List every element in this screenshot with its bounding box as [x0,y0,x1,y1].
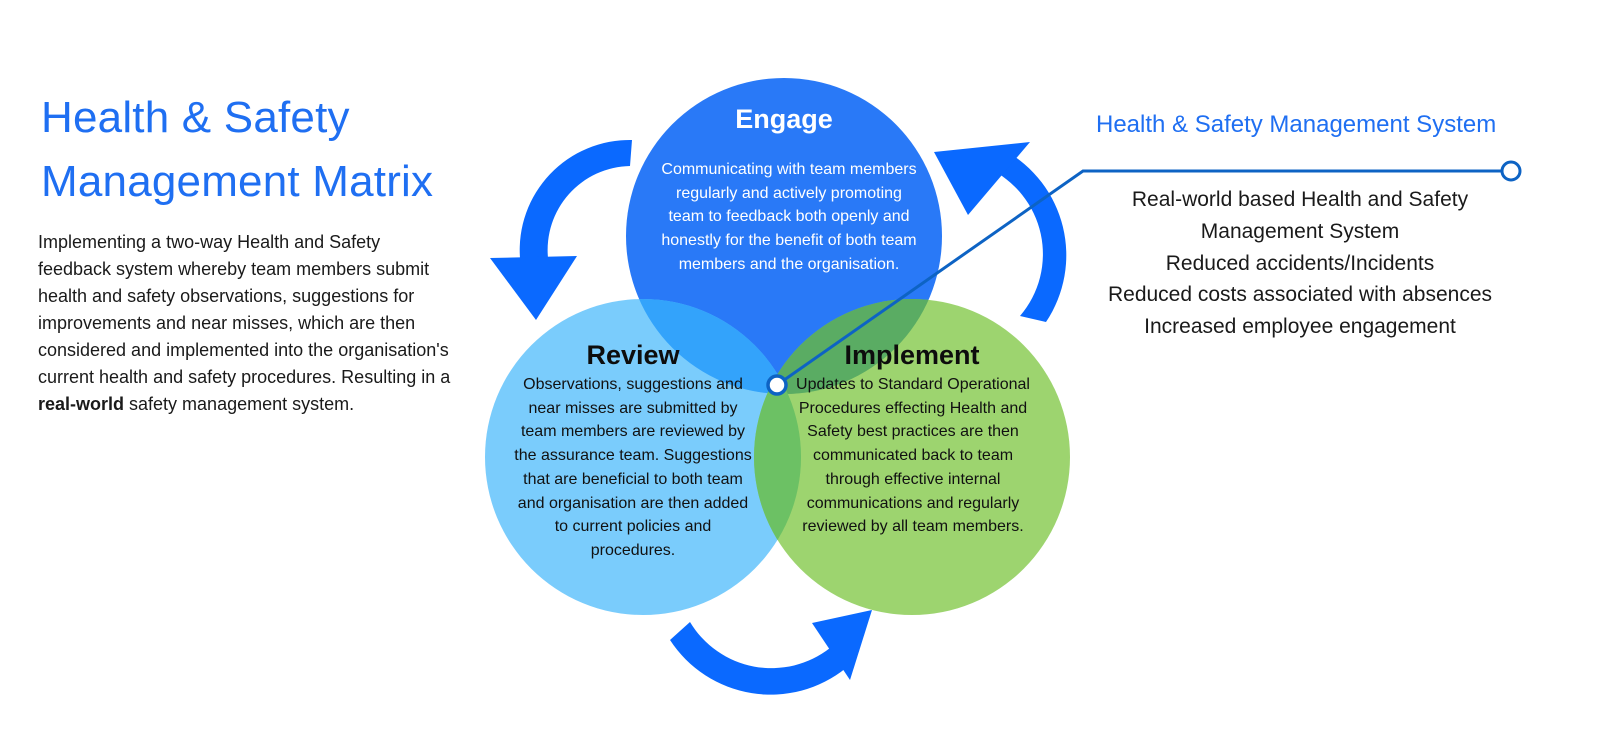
benefit-item: Reduced costs associated with absences [1107,283,1493,307]
benefits-title: Health & Safety Management System [1096,111,1497,138]
intro-text-end: safety management system. [124,394,355,414]
review-title: Review [586,340,680,370]
engage-title: Engage [735,104,833,134]
title-line-2: Management Matrix [41,157,434,206]
benefits-list: Real-world based Health and Safety Manag… [1090,184,1510,343]
arrow-engage-to-review [490,139,632,320]
connector-end-node [1500,160,1522,182]
page-title: Health & Safety Management Matrix [41,86,433,214]
intro-text: Implementing a two-way Health and Safety… [38,232,451,387]
intro-emphasis: real-world [38,394,125,414]
engage-description: Communicating with team members regularl… [661,161,917,273]
implement-description: Updates to Standard Operational Procedur… [796,376,1030,536]
intro-paragraph: Implementing a two-way Health and Safety… [38,229,453,418]
review-description: Observations, suggestions and near misse… [514,376,752,559]
benefit-item: Increased employee engagement [1144,315,1456,339]
benefit-item: Reduced accidents/Incidents [1165,251,1435,275]
engage-implement-overlap [754,299,942,394]
arrow-review-to-implement [670,610,872,695]
benefit-item: Real-world based Health and Safety Manag… [1131,188,1469,243]
arrow-implement-to-engage [934,142,1067,322]
engage-review-overlap [626,299,801,394]
connector-line [776,169,1511,387]
title-line-1: Health & Safety [41,93,350,142]
implement-title: Implement [844,340,980,370]
connector-start-node [766,374,788,396]
